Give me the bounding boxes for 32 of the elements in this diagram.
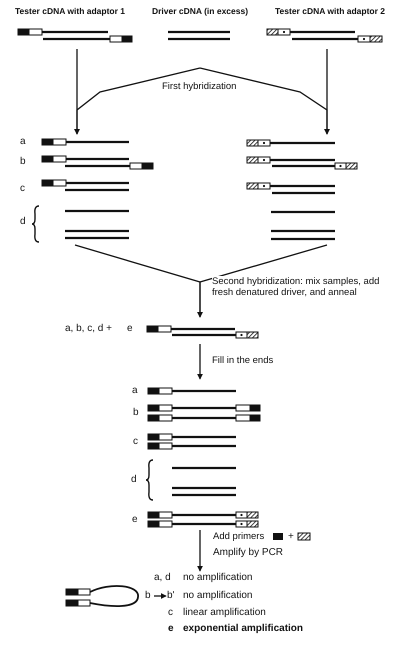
row-label: d xyxy=(131,474,137,486)
row-label: b' xyxy=(167,590,174,602)
row-label: b xyxy=(133,407,139,419)
row-label: b xyxy=(20,156,26,168)
row-label: c xyxy=(168,607,173,619)
arrow xyxy=(154,593,167,599)
arrow xyxy=(197,244,328,318)
row-label: e xyxy=(168,623,174,635)
arrow xyxy=(324,49,330,135)
column-heading: Tester cDNA with adaptor 1 xyxy=(14,5,126,17)
row-label: a, d xyxy=(154,572,171,584)
arrow xyxy=(74,67,200,135)
edge-label: Add primers xyxy=(213,531,273,542)
row-label: c xyxy=(133,436,138,448)
column-heading: Tester cDNA with adaptor 2 xyxy=(274,5,386,17)
row-label: linear amplification xyxy=(183,607,266,619)
row-label: b xyxy=(145,590,151,602)
row-label: e xyxy=(132,514,138,526)
row-label: no amplification xyxy=(183,572,252,584)
row-label: a xyxy=(132,385,138,397)
row-label: exponential amplification xyxy=(183,623,304,635)
row-label: a, b, c, d + xyxy=(65,323,112,335)
result-text: no amplification xyxy=(183,590,252,602)
row-label: e xyxy=(127,323,133,335)
step-label: Amplify by PCR xyxy=(213,547,284,559)
arrow xyxy=(197,530,203,572)
column-heading: Driver cDNA (in excess) xyxy=(150,5,250,17)
row-label: c xyxy=(20,183,25,195)
plus-sign: + xyxy=(288,531,294,543)
row-label: a xyxy=(20,136,26,148)
arrow xyxy=(197,344,203,380)
row-label: d xyxy=(20,216,26,228)
